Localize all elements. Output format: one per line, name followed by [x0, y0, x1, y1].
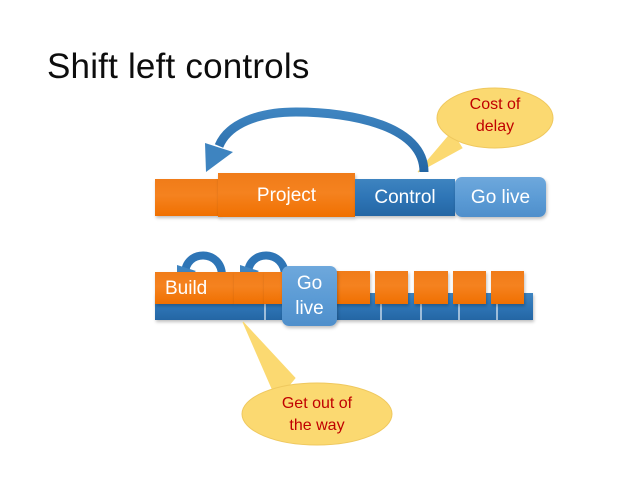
iteration-block [375, 271, 408, 304]
cost-of-delay-callout-line1: Cost of [469, 96, 521, 113]
iteration-block [453, 271, 486, 304]
iteration-block [234, 272, 264, 304]
iteration-block [332, 271, 370, 304]
segment-go-live-shifted: Go live [282, 266, 337, 326]
go-live-line2: live [295, 298, 324, 319]
rail-seam [496, 293, 498, 320]
get-out-of-the-way-callout-line2: the way [289, 417, 345, 434]
rail-seam [458, 293, 460, 320]
iteration-block [491, 271, 524, 304]
segment-build: Build [155, 272, 234, 304]
page-title: Shift left controls [47, 47, 310, 86]
iteration-block [414, 271, 448, 304]
segment-project: Project [218, 173, 355, 217]
go-live-line1: Go [296, 273, 323, 294]
cost-of-delay-callout-line2: delay [475, 118, 515, 135]
rail-seam [264, 293, 266, 320]
rail-seam [380, 293, 382, 320]
segment-lead-block [155, 179, 219, 216]
get-out-of-the-way-callout-line1: Get out of [281, 395, 353, 412]
segment-control: Control [355, 179, 455, 216]
segment-go-live: Go live [455, 177, 546, 217]
rail-seam [420, 293, 422, 320]
